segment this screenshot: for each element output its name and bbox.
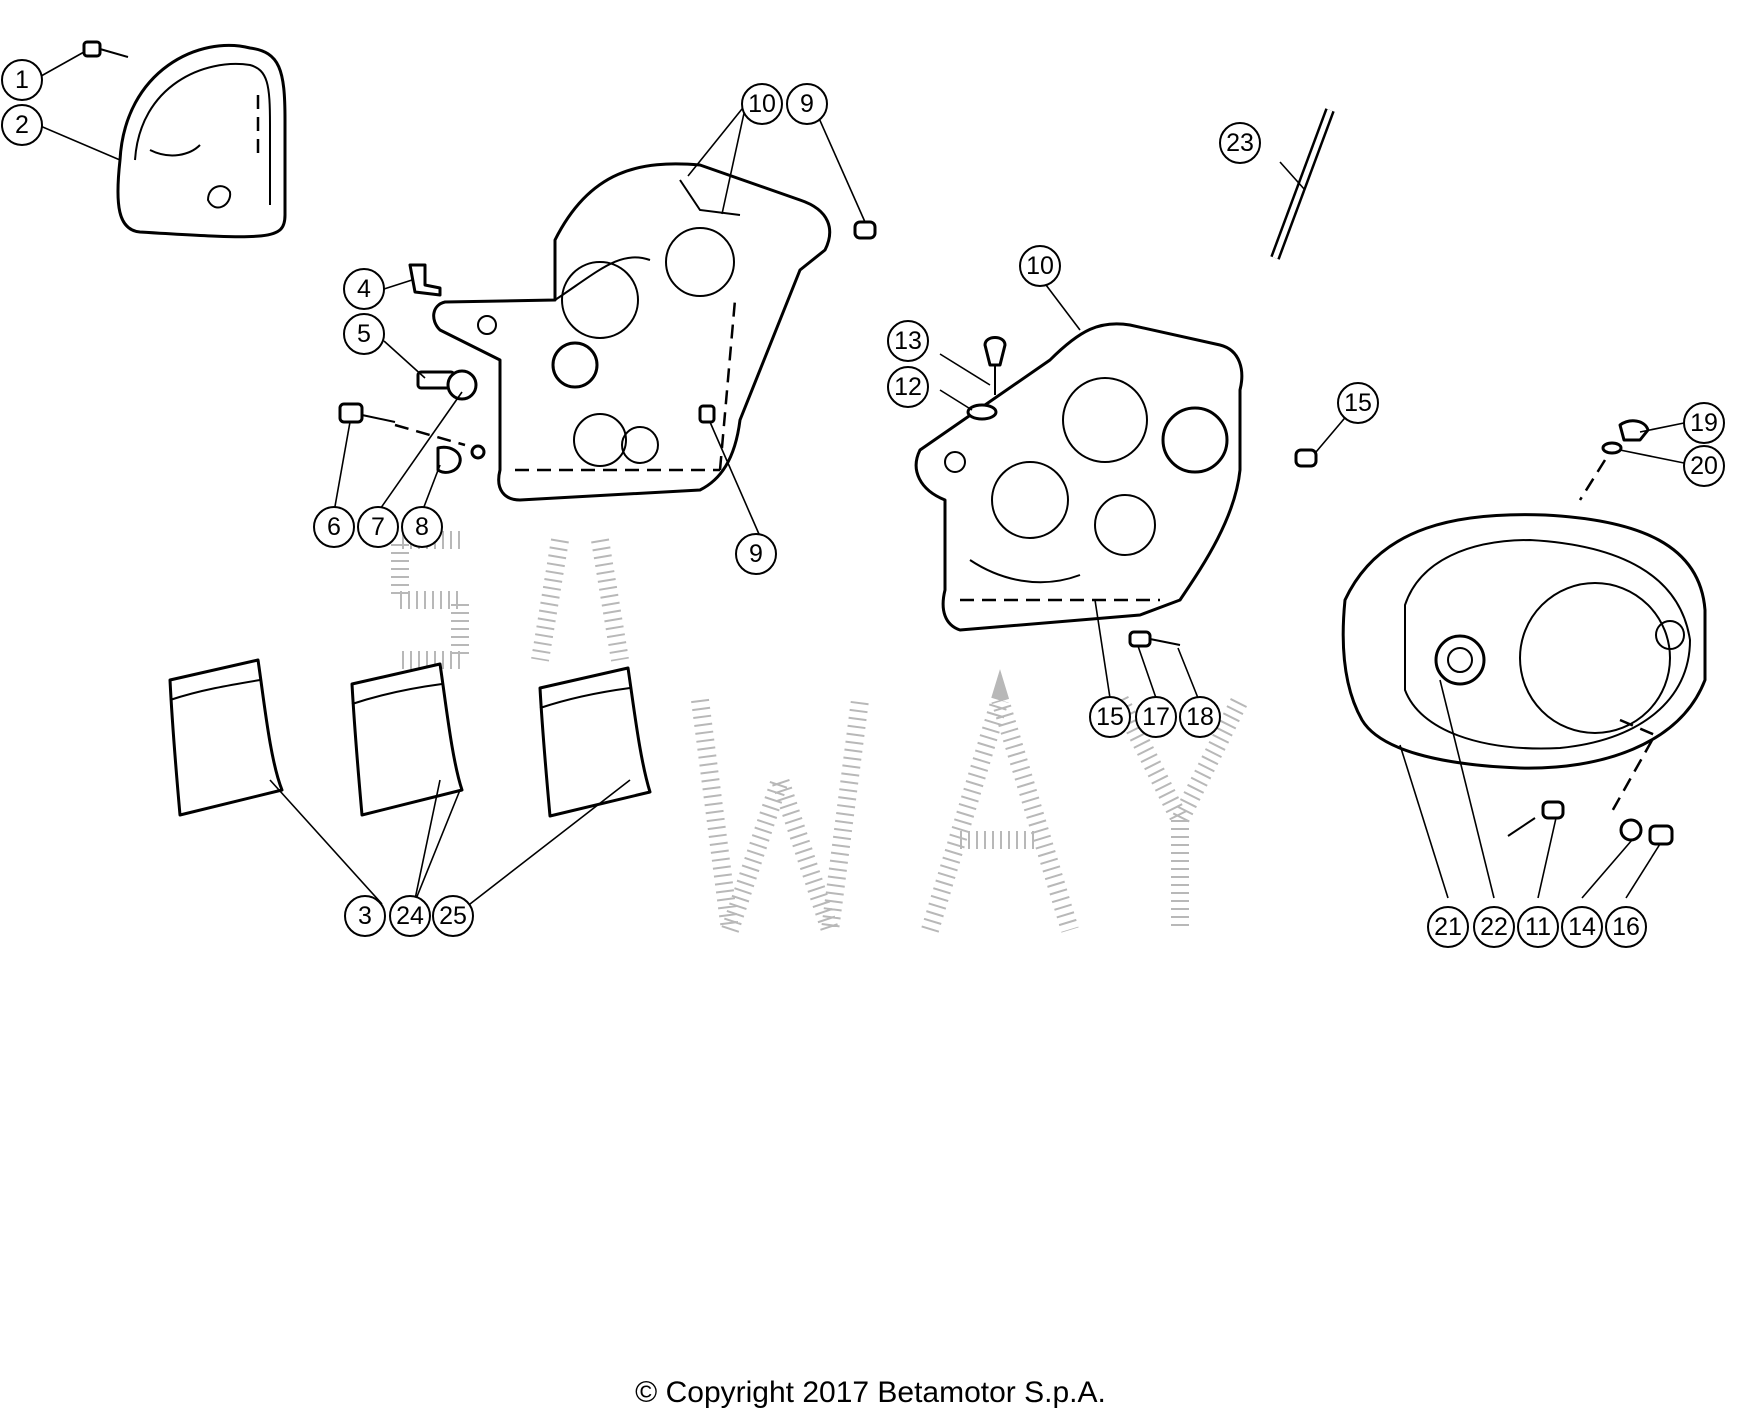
svg-text:2: 2 [15,111,29,139]
svg-text:16: 16 [1612,913,1640,941]
svg-text:17: 17 [1142,703,1170,731]
callout-12: 12 [887,366,929,408]
ignition-cover [116,43,287,239]
callout-21: 21 [1427,906,1469,948]
callout-4: 4 [343,268,385,310]
callout-3: 3 [344,895,386,937]
callout-16: 16 [1605,906,1647,948]
callout-10-left: 10 [741,83,783,125]
svg-text:20: 20 [1690,452,1718,480]
svg-text:19: 19 [1690,409,1718,437]
callout-bubbles: 1 2 3 4 5 6 7 8 9 9 10 10 11 12 13 14 15… [1,59,1725,948]
svg-text:3: 3 [358,902,372,930]
cylinder-stud [1270,108,1335,260]
callout-20: 20 [1683,445,1725,487]
callout-8: 8 [401,506,443,548]
svg-text:4: 4 [357,275,371,303]
svg-text:6: 6 [327,513,341,541]
callout-5: 5 [343,313,385,355]
svg-text:9: 9 [749,540,763,568]
svg-text:5: 5 [357,320,371,348]
callout-2: 2 [1,104,43,146]
callout-9-upper: 9 [786,83,828,125]
svg-text:15: 15 [1344,389,1372,417]
callout-25: 25 [432,895,474,937]
callout-15-right: 15 [1337,382,1379,424]
callout-24: 24 [389,895,431,937]
svg-text:9: 9 [800,90,814,118]
callout-10-right: 10 [1019,245,1061,287]
svg-text:24: 24 [396,902,424,930]
svg-text:7: 7 [371,513,385,541]
callout-15-lower: 15 [1089,696,1131,738]
svg-text:22: 22 [1480,913,1508,941]
svg-text:10: 10 [748,90,776,118]
right-crankcase [914,322,1318,648]
callout-9-lower: 9 [735,533,777,575]
callout-11: 11 [1517,906,1559,948]
crankcase-fittings [338,220,877,474]
callout-22: 22 [1473,906,1515,948]
svg-text:15: 15 [1096,703,1124,731]
svg-text:21: 21 [1434,913,1462,941]
callout-7: 7 [357,506,399,548]
svg-text:23: 23 [1226,129,1254,157]
svg-text:13: 13 [894,327,922,355]
callout-6: 6 [313,506,355,548]
callout-14: 14 [1561,906,1603,948]
spare-parts-bags [168,658,652,818]
leader-lines [33,51,1685,905]
svg-text:11: 11 [1525,913,1551,941]
left-crankcase [432,162,832,502]
callout-17: 17 [1135,696,1177,738]
svg-text:18: 18 [1186,703,1214,731]
callout-19: 19 [1683,402,1725,444]
svg-text:25: 25 [439,902,467,930]
clutch-cover [1341,419,1707,846]
cover-screw [82,40,129,58]
copyright-notice: © Copyright 2017 Betamotor S.p.A. [635,1376,1106,1409]
callout-23: 23 [1219,122,1261,164]
svg-text:1: 1 [15,66,29,94]
callout-13: 13 [887,320,929,362]
svg-text:8: 8 [415,513,429,541]
svg-text:12: 12 [894,373,922,401]
svg-text:10: 10 [1026,252,1054,280]
svg-text:14: 14 [1568,913,1596,941]
callout-1: 1 [1,59,43,101]
callout-18: 18 [1179,696,1221,738]
